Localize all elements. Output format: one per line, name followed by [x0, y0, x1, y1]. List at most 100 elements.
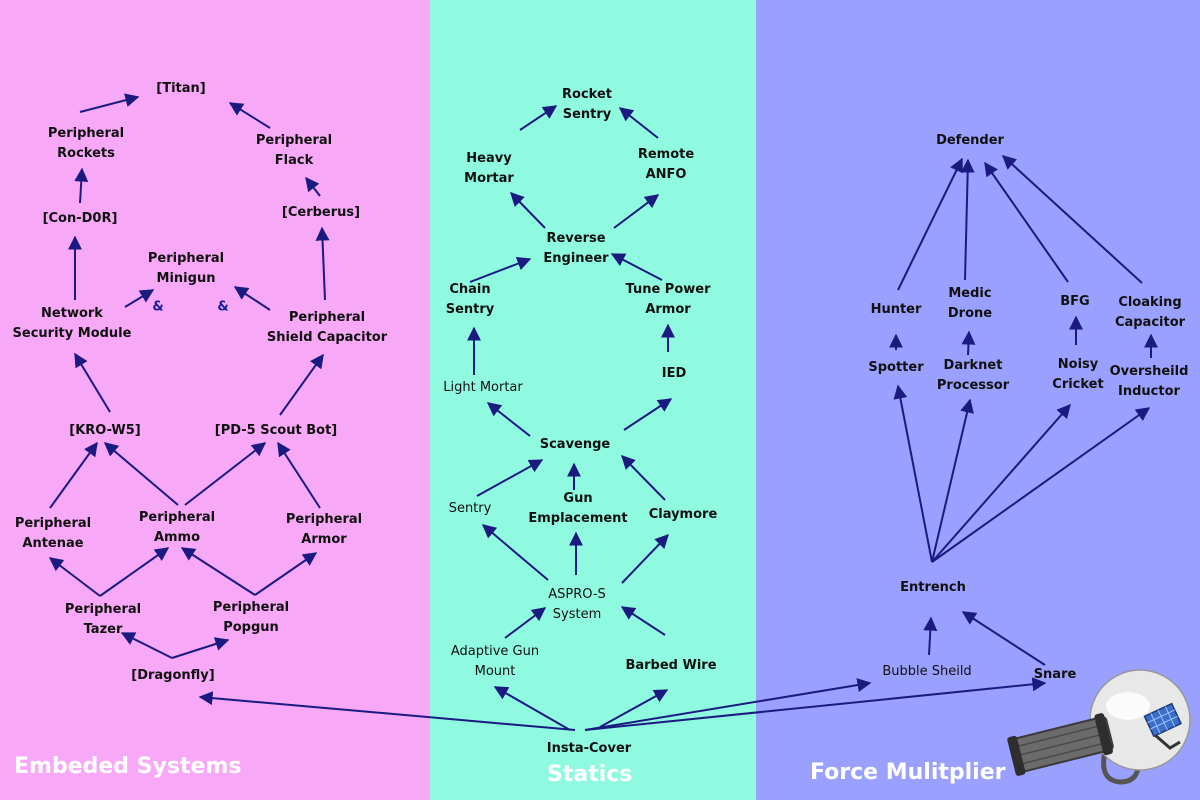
- section-title-embedded: Embeded Systems: [14, 754, 242, 779]
- dependency-arrow: [931, 407, 1151, 563]
- dependency-arrow: [486, 402, 531, 437]
- node-light-mortar: Light Mortar: [443, 380, 523, 395]
- node-heavy-mortar: Heavy Mortar: [464, 151, 514, 186]
- dependency-arrow: [79, 93, 140, 113]
- ampersand-right: &: [217, 299, 229, 315]
- dependency-arrow: [305, 176, 321, 197]
- node-peripheral-tazer: Peripheral Tazer: [64, 602, 142, 637]
- node-dragonfly: [Dragonfly]: [131, 668, 215, 683]
- node-claymore: Claymore: [648, 507, 718, 522]
- dependency-arrow: [931, 398, 974, 563]
- dependency-arrow: [74, 167, 89, 204]
- dependency-arrow: [103, 442, 179, 506]
- node-bfg: BFG: [1060, 294, 1090, 309]
- force-multiplier-panel: [756, 0, 1200, 800]
- node-rocket-sentry: Rocket Sentry: [562, 87, 612, 122]
- node-noisy-cricket: Noisy Cricket: [1052, 357, 1104, 392]
- node-darknet-processor: Darknet Processor: [936, 358, 1010, 393]
- node-insta-cover: Insta-Cover: [546, 741, 632, 756]
- dependency-arrow: [74, 352, 111, 413]
- dependency-arrow: [171, 637, 230, 659]
- node-network-security-module: Network Security Module: [12, 306, 132, 341]
- dependency-arrow: [620, 606, 666, 636]
- dependency-arrow: [124, 289, 155, 308]
- dependency-arrow: [254, 552, 318, 596]
- embedded-systems-panel: [0, 0, 430, 800]
- node-overshield-inductor: Oversheild Inductor: [1109, 364, 1189, 399]
- dependency-arrow: [493, 686, 571, 731]
- node-hunter: Hunter: [870, 302, 922, 317]
- section-title-force: Force Mulitplier: [810, 760, 1006, 785]
- dependency-arrow: [599, 689, 669, 728]
- node-remote-anfo: Remote ANFO: [637, 147, 695, 182]
- node-peripheral-antenae: Peripheral Antenae: [14, 516, 92, 551]
- node-peripheral-minigun: Peripheral Minigun: [147, 251, 225, 286]
- dependency-arrow: [228, 102, 271, 129]
- dependency-arrow: [184, 442, 267, 506]
- dependency-arrow: [621, 533, 669, 584]
- dependency-arrow: [481, 524, 549, 581]
- dependency-arrow: [49, 441, 98, 509]
- node-scavenge: Scavenge: [539, 437, 611, 452]
- dependency-arrow: [923, 616, 938, 656]
- dependency-arrow: [897, 157, 963, 291]
- dependency-arrow: [315, 226, 330, 301]
- node-snare: Snare: [1033, 667, 1077, 682]
- dependency-arrow: [613, 194, 660, 229]
- node-aspro-s-system: ASPRO-S System: [548, 587, 606, 622]
- dependency-arrow: [961, 330, 976, 356]
- dependency-arrow: [610, 253, 663, 281]
- dependency-arrow: [99, 547, 170, 597]
- node-pd5-scout-bot: [PD-5 Scout Bot]: [214, 423, 338, 438]
- dependency-arrow: [584, 677, 1047, 731]
- node-peripheral-flack: Peripheral Flack: [255, 133, 333, 168]
- node-adaptive-gun-mount: Adaptive Gun Mount: [450, 644, 540, 679]
- dependency-arrow: [180, 547, 256, 596]
- node-chain-sentry: Chain Sentry: [445, 282, 495, 317]
- dependency-arrow: [469, 256, 532, 283]
- node-con-d0r: [Con-D0R]: [42, 211, 118, 226]
- node-entrench: Entrench: [900, 580, 966, 595]
- node-barbed-wire: Barbed Wire: [625, 658, 717, 673]
- dependency-arrow: [277, 441, 321, 509]
- dependency-arrow: [618, 107, 659, 139]
- statics-panel: [430, 0, 756, 800]
- dependency-arrow: [279, 353, 324, 416]
- node-bubble-shield: Bubble Sheild: [882, 664, 972, 679]
- node-peripheral-ammo: Peripheral Ammo: [138, 510, 216, 545]
- node-peripheral-shield-capacitor: Peripheral Shield Capacitor: [266, 310, 388, 345]
- node-ied: IED: [661, 366, 687, 381]
- node-defender: Defender: [936, 133, 1004, 148]
- dependency-arrow: [961, 611, 1046, 666]
- dependency-arrow: [623, 398, 673, 431]
- ampersand-left: &: [152, 299, 164, 315]
- dependency-arrow: [120, 632, 173, 659]
- dependency-arrow: [893, 384, 933, 563]
- node-tune-power-armor: Tune Power Armor: [625, 282, 711, 317]
- node-spotter: Spotter: [868, 360, 924, 375]
- dependency-arrow: [931, 403, 1071, 563]
- dependency-arrow: [476, 459, 544, 497]
- dependency-arrow: [584, 678, 872, 731]
- dependency-arrow: [984, 161, 1069, 283]
- section-title-statics: Statics: [547, 762, 633, 787]
- dependency-arrow: [233, 286, 271, 311]
- node-gun-emplacement: Gun Emplacement: [528, 491, 628, 526]
- node-cloaking-capacitor: Cloaking Capacitor: [1114, 295, 1186, 330]
- dependency-arrow: [1001, 155, 1143, 284]
- node-cerberus: [Cerberus]: [281, 205, 361, 220]
- dependency-arrow: [519, 105, 558, 131]
- node-peripheral-rockets: Peripheral Rockets: [47, 126, 125, 161]
- node-peripheral-armor: Peripheral Armor: [285, 512, 363, 547]
- node-kro-w5: [KRO-W5]: [69, 423, 141, 438]
- dependency-arrow: [198, 691, 576, 731]
- dependency-arrow: [621, 454, 666, 501]
- node-sentry: Sentry: [448, 501, 492, 516]
- node-titan: [Titan]: [156, 81, 206, 96]
- node-peripheral-popgun: Peripheral Popgun: [212, 600, 290, 635]
- node-medic-drone: Medic Drone: [947, 286, 993, 321]
- dependency-arrow: [960, 158, 975, 281]
- dependency-arrow: [48, 557, 101, 597]
- dependency-arrow: [510, 191, 546, 229]
